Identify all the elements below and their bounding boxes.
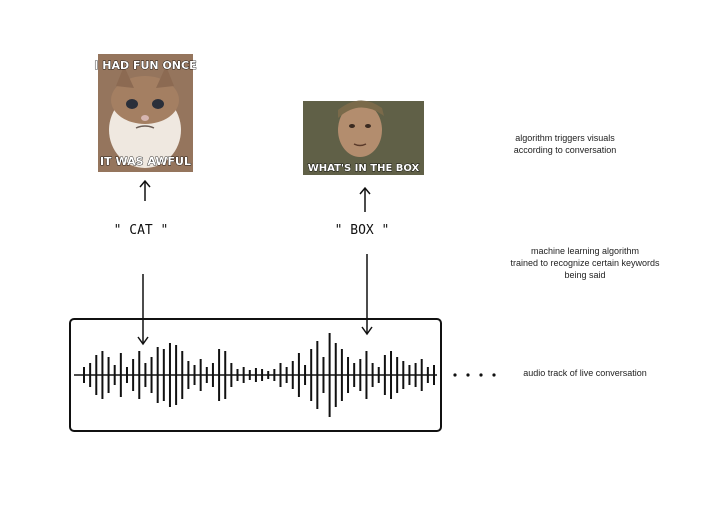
arrow-to-box-meme bbox=[359, 186, 371, 212]
keyword-box-label: " BOX " bbox=[335, 223, 390, 238]
arrow-cat-into-audio bbox=[137, 274, 149, 346]
meme-bottom-text: WHAT'S IN THE BOX bbox=[308, 163, 420, 174]
note-ml-line-2: trained to recognize certain keywords bbox=[510, 258, 660, 268]
meme-top-text: I HAD FUN ONCE bbox=[94, 59, 196, 72]
audio-waveform bbox=[83, 333, 435, 417]
note-audio-line: audio track of live conversation bbox=[523, 368, 647, 378]
note-audio: audio track of live conversation bbox=[505, 367, 665, 379]
grumpy-cat-meme: I HAD FUN ONCE IT WAS AWFUL bbox=[94, 54, 197, 172]
audio-track-frame bbox=[69, 318, 442, 432]
note-ml-line-3: being said bbox=[564, 270, 606, 280]
whats-in-the-box-meme: WHAT'S IN THE BOX bbox=[303, 100, 424, 175]
continuation-dots bbox=[453, 373, 496, 377]
note-visuals: algorithm triggers visuals according to … bbox=[490, 132, 640, 156]
keyword-cat-label: " CAT " bbox=[114, 223, 169, 238]
note-ml: machine learning algorithm trained to re… bbox=[500, 245, 670, 281]
meme-bottom-text: IT WAS AWFUL bbox=[100, 155, 191, 168]
arrow-to-cat-meme bbox=[139, 179, 151, 201]
note-visuals-line-1: algorithm triggers visuals bbox=[515, 133, 615, 143]
note-visuals-line-2: according to conversation bbox=[513, 145, 617, 155]
arrow-box-into-audio bbox=[361, 254, 373, 336]
note-ml-line-1: machine learning algorithm bbox=[530, 246, 640, 256]
